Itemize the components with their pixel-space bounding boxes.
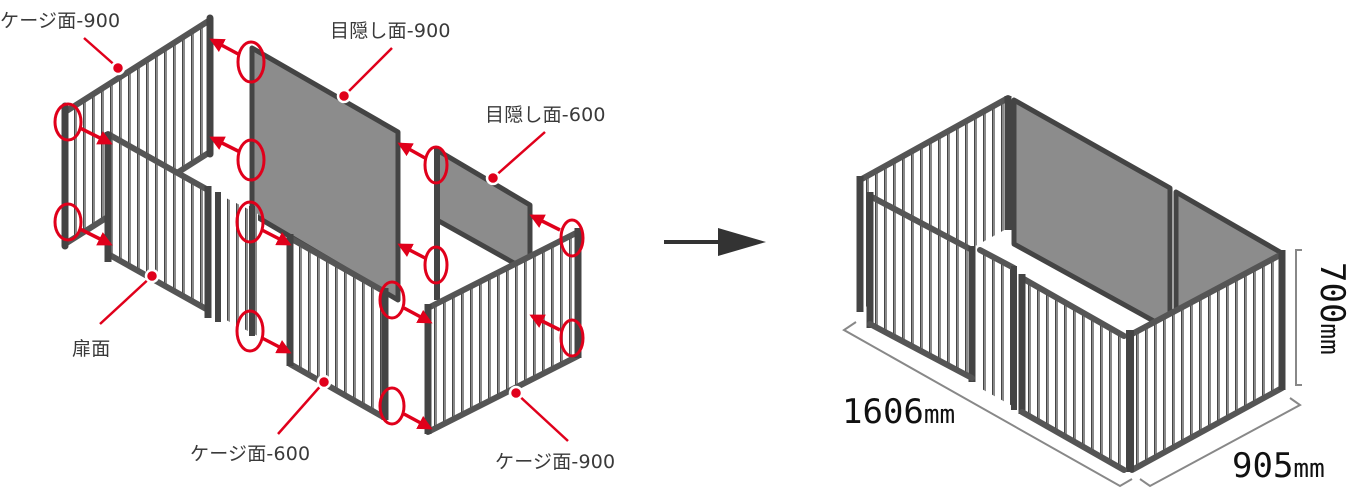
label-leaders <box>83 37 569 442</box>
label-cage-600: ケージ面-600 <box>190 443 311 465</box>
door-panel <box>104 131 258 336</box>
dimension-height-unit: mm <box>1314 323 1344 355</box>
dimension-width-value: 905 <box>1232 446 1294 486</box>
cage-panel-900-front <box>424 228 582 435</box>
blind-panel-900 <box>249 45 401 303</box>
dimension-length-unit: mm <box>923 400 956 430</box>
connector-markers <box>53 40 585 426</box>
cage-panel-600 <box>286 234 389 421</box>
dimension-width: 905mm <box>1232 446 1325 486</box>
dimension-height-value: 700 <box>1312 262 1352 324</box>
dimension-length: 1606mm <box>842 392 955 432</box>
label-blind-600: 目隠し面-600 <box>485 104 606 126</box>
dimension-height: 700mm <box>1312 262 1352 355</box>
dimension-length-value: 1606 <box>842 392 924 432</box>
assembly-arrows <box>79 38 561 430</box>
label-blind-900: 目隠し面-900 <box>330 20 451 42</box>
label-cage-900-right: ケージ面-900 <box>495 451 616 473</box>
label-cage-900-left: ケージ面-900 <box>0 10 121 32</box>
label-dots <box>110 60 524 401</box>
assembled-view-drawing <box>856 95 1286 473</box>
dimension-width-unit: mm <box>1293 454 1325 484</box>
dimension-lines <box>842 249 1302 488</box>
arrow-right-icon <box>664 228 766 256</box>
label-door: 扉面 <box>72 338 111 360</box>
